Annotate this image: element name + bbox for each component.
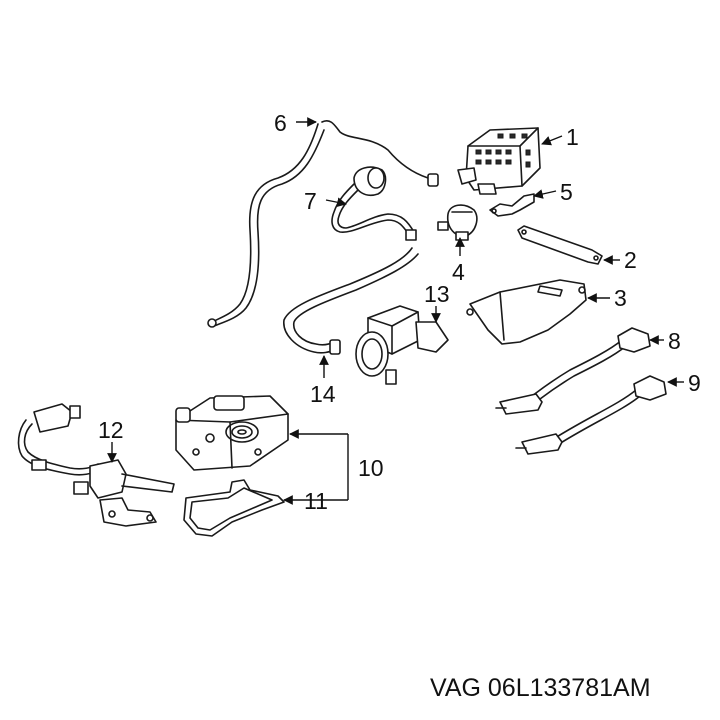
bracket-part-5	[489, 193, 535, 217]
valve-assembly-part-12	[17, 403, 175, 527]
callout-4: 4	[452, 259, 465, 285]
leader-1	[541, 135, 563, 146]
hose-with-valve-part-7	[331, 166, 417, 241]
leader-5	[533, 189, 557, 199]
pump-unit-part-13	[355, 305, 449, 385]
small-valve-part-4	[437, 204, 478, 241]
callout-7: 7	[304, 188, 317, 214]
callout-9: 9	[688, 370, 701, 396]
oil-separator-part-10	[175, 395, 289, 471]
heat-shield-part-3	[466, 279, 587, 345]
callout-14: 14	[310, 381, 336, 407]
oxygen-sensor-part-9	[515, 375, 667, 455]
callout-3: 3	[614, 285, 627, 311]
vacuum-line-part-6	[207, 119, 439, 328]
leader-lines	[107, 117, 684, 505]
callout-11: 11	[304, 488, 328, 514]
oxygen-sensor-part-8	[495, 327, 651, 415]
leader-7	[325, 197, 347, 208]
callout-1: 1	[566, 124, 579, 150]
callout-5: 5	[560, 179, 573, 205]
callout-12: 12	[98, 417, 124, 443]
callout-2: 2	[624, 247, 637, 273]
gasket-part-11	[183, 479, 285, 537]
charcoal-canister-part-1	[457, 127, 541, 195]
callout-6: 6	[274, 110, 287, 136]
callout-8: 8	[668, 328, 681, 354]
hose-part-14	[283, 247, 419, 355]
callout-13: 13	[424, 281, 450, 307]
callout-labels: 1 2 3 4 5 6 7 8 9 10 11 12 13 14	[98, 110, 701, 514]
callout-10: 10	[358, 455, 384, 481]
strap-part-2	[517, 225, 603, 265]
part-number-label: VAG 06L133781AM	[430, 674, 651, 702]
